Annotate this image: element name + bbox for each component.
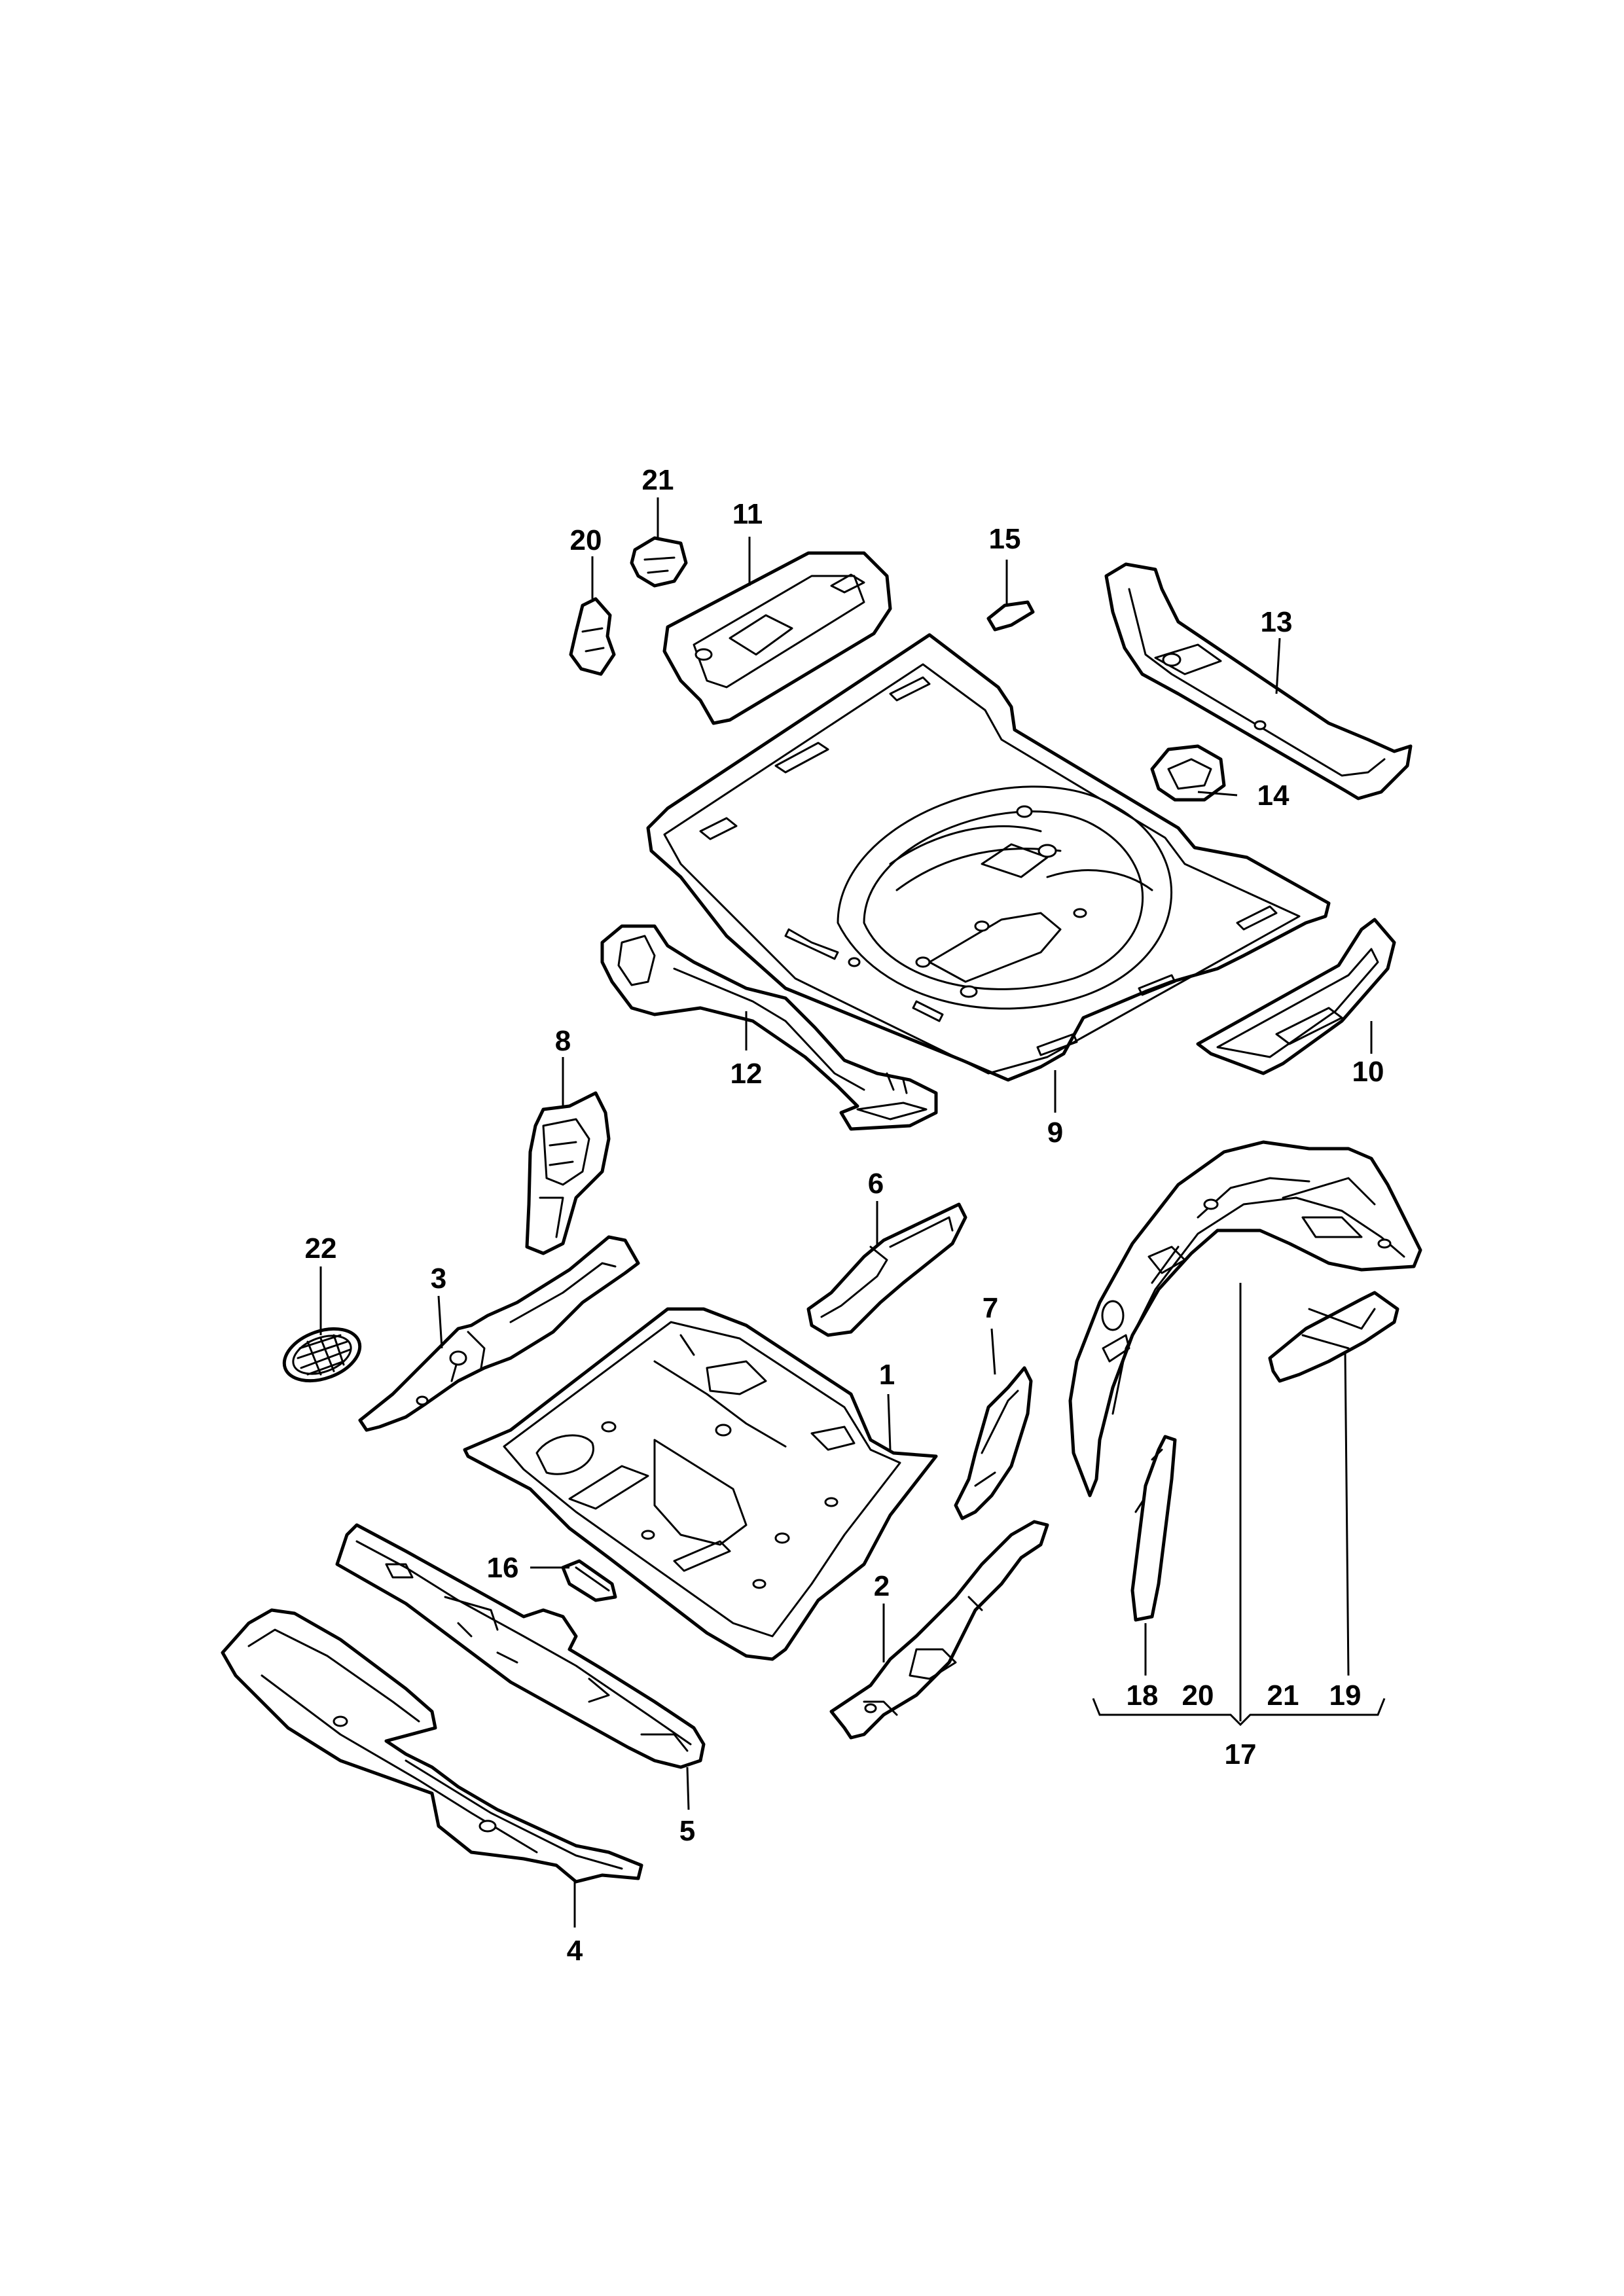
callout-21-sub: 21 xyxy=(1267,1679,1299,1712)
leader-13 xyxy=(1275,637,1281,694)
part-16-bracket xyxy=(561,1559,617,1602)
callout-21: 21 xyxy=(642,464,674,496)
leader-5 xyxy=(686,1767,690,1810)
callout-18: 18 xyxy=(1127,1679,1159,1712)
callout-11: 11 xyxy=(732,498,763,530)
group-bracket-17 xyxy=(1092,1698,1386,1727)
part-7-bracket xyxy=(954,1366,1033,1520)
part-21-bracket xyxy=(630,536,688,588)
callout-5: 5 xyxy=(679,1815,695,1847)
callout-8: 8 xyxy=(555,1025,571,1057)
part-20-bracket xyxy=(569,597,616,676)
leader-7 xyxy=(990,1328,996,1375)
part-18-strip xyxy=(1130,1435,1177,1622)
callout-20: 20 xyxy=(570,524,602,556)
callout-22: 22 xyxy=(305,1232,337,1265)
leader-3 xyxy=(437,1295,443,1349)
callout-2: 2 xyxy=(874,1570,890,1602)
part-8-bracket xyxy=(525,1091,611,1255)
part-5-sill xyxy=(335,1523,706,1769)
callout-17: 17 xyxy=(1225,1738,1257,1770)
leader-14 xyxy=(1197,791,1238,797)
leader-1 xyxy=(887,1393,892,1450)
part-6-reinforcement xyxy=(806,1202,967,1337)
part-12-crossmember xyxy=(600,924,938,1131)
part-9-rear-floor xyxy=(646,633,1331,1082)
part-11-panel xyxy=(662,551,892,725)
callout-9: 9 xyxy=(1047,1117,1063,1149)
callout-20-sub: 20 xyxy=(1182,1679,1214,1712)
part-13-rail xyxy=(1104,562,1413,800)
part-1-front-floor xyxy=(463,1307,938,1661)
callout-4: 4 xyxy=(567,1935,583,1967)
callout-19: 19 xyxy=(1329,1679,1362,1712)
part-15-clip xyxy=(986,600,1035,632)
callout-13: 13 xyxy=(1261,606,1293,638)
callout-12: 12 xyxy=(731,1058,763,1090)
part-3-rail xyxy=(358,1235,640,1432)
callout-6: 6 xyxy=(868,1168,884,1200)
part-22-grommet xyxy=(282,1327,362,1383)
callout-16: 16 xyxy=(487,1552,519,1584)
callout-3: 3 xyxy=(431,1263,446,1295)
part-2-rail xyxy=(829,1520,1049,1740)
part-4-sill xyxy=(221,1608,643,1884)
callout-14: 14 xyxy=(1257,780,1290,812)
callout-1: 1 xyxy=(879,1359,895,1391)
part-17-wheelhouse xyxy=(1068,1140,1422,1498)
callout-7: 7 xyxy=(983,1292,998,1324)
leader-19 xyxy=(1344,1351,1350,1676)
part-19-reinforcement xyxy=(1268,1291,1399,1383)
callout-10: 10 xyxy=(1352,1056,1384,1088)
part-10-rear-panel xyxy=(1196,918,1396,1075)
part-14-cap xyxy=(1150,744,1226,802)
callout-15: 15 xyxy=(989,523,1021,555)
